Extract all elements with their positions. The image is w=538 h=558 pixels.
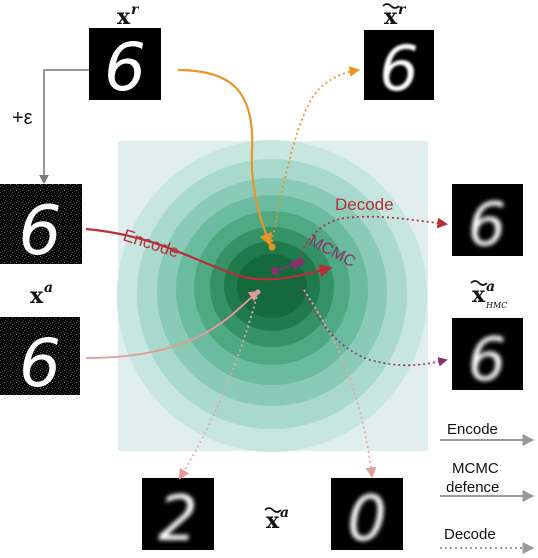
legend-encode-label: Encode: [447, 421, 498, 438]
svg-text:x: x: [117, 4, 131, 30]
tilde-mark: [382, 3, 400, 9]
svg-text:a: a: [486, 279, 495, 295]
svg-text:r: r: [131, 2, 140, 18]
svg-text:x: x: [384, 4, 398, 30]
encode-arrow-noisy: [85, 227, 333, 281]
svg-text:0: 0: [347, 482, 386, 555]
decode-arrow-hmc: [299, 283, 448, 367]
svg-text:x: x: [30, 283, 44, 309]
svg-text:a: a: [44, 280, 53, 296]
svg-text:6: 6: [468, 325, 506, 395]
label-x-a-tilde: x a: [264, 505, 289, 534]
noise-arrowhead: [39, 175, 49, 184]
digit-decoded-hmc: 6: [452, 318, 523, 395]
decode-arrow-bottom-left: [178, 291, 259, 480]
svg-text:HMC: HMC: [485, 301, 507, 310]
label-x-a-hmc-tilde: x a HMC: [470, 279, 507, 310]
svg-text:6: 6: [468, 190, 506, 260]
svg-text:6: 6: [18, 192, 61, 271]
decode-arrow-bottom-right: [303, 289, 377, 479]
svg-text:x: x: [472, 282, 486, 308]
digit-reconstruction: 6: [364, 30, 434, 105]
svg-text:a: a: [280, 505, 289, 521]
digit-original: 6: [89, 28, 161, 106]
noise-path: [43, 69, 89, 182]
svg-text:6: 6: [379, 32, 418, 105]
legend-decode-label: Decode: [444, 526, 496, 543]
encode-arrow-adversarial: [85, 290, 260, 359]
svg-text:2: 2: [158, 482, 197, 555]
latent-point-adversarial: [271, 267, 279, 275]
digit-decoded-top: 6: [452, 184, 523, 260]
decode-arrow-top: [297, 215, 449, 263]
svg-text:x: x: [266, 508, 280, 534]
digit-noisy-top: 6: [0, 184, 82, 271]
digit-bottom-left: 2: [142, 478, 214, 555]
svg-text:6: 6: [104, 29, 146, 106]
decode-arrow-reconstruction: [271, 66, 361, 243]
legend: Encode MCMC defence Decode: [440, 421, 535, 554]
encode-arrow-original: [177, 68, 272, 247]
latent-point-original: [268, 243, 276, 251]
tilde-mark: [470, 280, 488, 286]
tilde-mark: [264, 507, 282, 513]
svg-text:6: 6: [19, 325, 61, 402]
plus-epsilon-label: +ε: [12, 107, 33, 129]
noise-injection-arrow: +ε: [12, 69, 89, 184]
legend-mcmc-label: MCMC: [452, 460, 499, 477]
legend-defence-label: defence: [446, 479, 499, 496]
label-x-r: x r: [117, 2, 140, 30]
latent-space: [117, 140, 428, 452]
latent-point-noisy: [255, 289, 261, 295]
digit-noisy-bottom: 6: [0, 317, 80, 402]
label-x-a: x a: [30, 280, 53, 309]
latent-point-mcmc: [296, 258, 304, 266]
decode-label: Decode: [335, 195, 394, 214]
label-x-r-tilde: x r: [382, 2, 407, 30]
svg-text:r: r: [398, 2, 407, 18]
digit-bottom-right: 0: [331, 478, 403, 555]
